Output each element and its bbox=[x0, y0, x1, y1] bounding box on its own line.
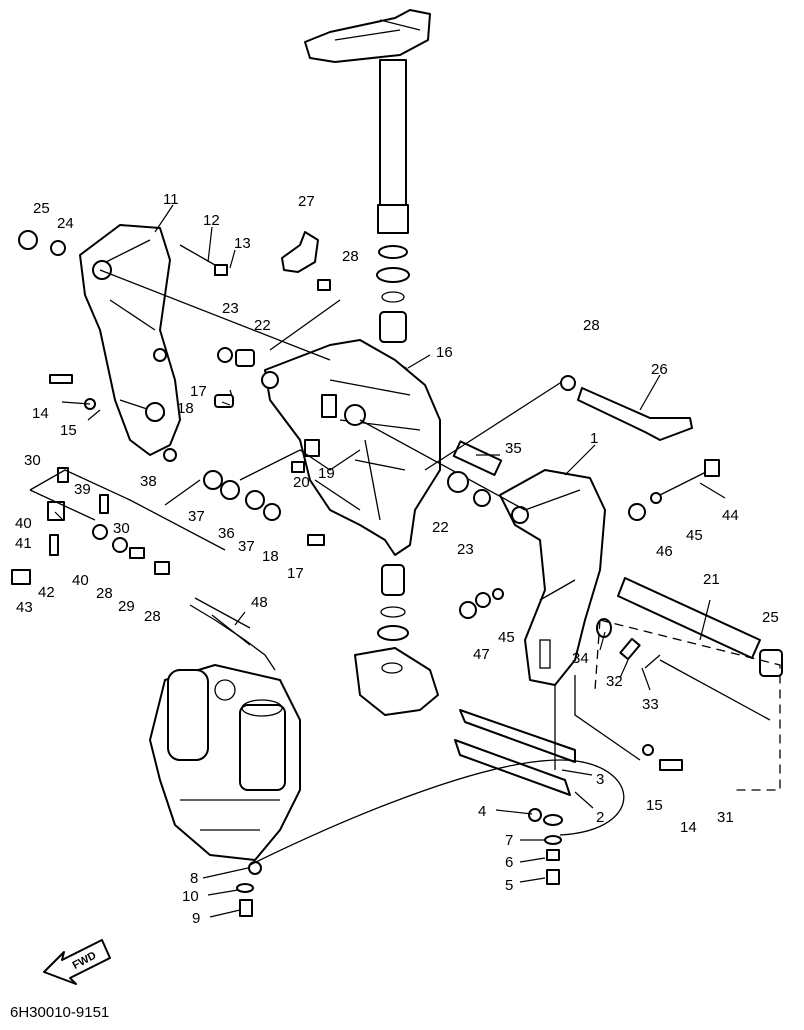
callout-20: 20 bbox=[293, 474, 310, 491]
callout-29: 29 bbox=[118, 598, 135, 615]
callout-36: 36 bbox=[218, 525, 235, 542]
swivel-bracket bbox=[261, 339, 441, 556]
fwd-arrow-icon: FWD bbox=[43, 939, 111, 985]
callout-21: 21 bbox=[703, 571, 720, 588]
callout-23a: 23 bbox=[222, 300, 239, 317]
callout-28c: 28 bbox=[96, 585, 113, 602]
callout-15a: 15 bbox=[60, 422, 77, 439]
callout-37a: 37 bbox=[188, 508, 205, 525]
callout-17a: 17 bbox=[190, 383, 207, 400]
callout-9: 9 bbox=[192, 910, 200, 927]
anode-plates bbox=[454, 709, 576, 796]
callout-43: 43 bbox=[16, 599, 33, 616]
hardware bbox=[11, 230, 771, 917]
tilt-lever bbox=[577, 387, 693, 441]
callout-10: 10 bbox=[182, 888, 199, 905]
callout-18a: 18 bbox=[177, 400, 194, 417]
callout-7: 7 bbox=[505, 832, 513, 849]
left-clamp-bracket bbox=[79, 224, 181, 456]
lower-shaft-parts bbox=[354, 564, 439, 716]
callout-8: 8 bbox=[190, 870, 198, 887]
trim-tilt-unit bbox=[149, 664, 301, 861]
callout-19: 19 bbox=[318, 465, 335, 482]
callout-13: 13 bbox=[234, 235, 251, 252]
callout-14b: 14 bbox=[680, 819, 697, 836]
callout-40a: 40 bbox=[15, 515, 32, 532]
callout-28a: 28 bbox=[342, 248, 359, 265]
callout-46: 46 bbox=[656, 543, 673, 560]
callout-12: 12 bbox=[203, 212, 220, 229]
callout-30a: 30 bbox=[24, 452, 41, 469]
callout-25b: 25 bbox=[762, 609, 779, 626]
diagram-code: 6H30010-9151 bbox=[10, 1004, 109, 1021]
callout-27: 27 bbox=[298, 193, 315, 210]
callout-14a: 14 bbox=[32, 405, 49, 422]
callout-35: 35 bbox=[505, 440, 522, 457]
small-bracket bbox=[281, 231, 319, 273]
callout-4: 4 bbox=[478, 803, 486, 820]
callout-30b: 30 bbox=[113, 520, 130, 537]
callout-15b: 15 bbox=[646, 797, 663, 814]
callout-44: 44 bbox=[722, 507, 739, 524]
callout-3: 3 bbox=[596, 771, 604, 788]
callout-24: 24 bbox=[57, 215, 74, 232]
bolt-44 bbox=[659, 459, 720, 496]
callout-5: 5 bbox=[505, 877, 513, 894]
steering-arm bbox=[304, 9, 431, 234]
callout-6: 6 bbox=[505, 854, 513, 871]
callout-33: 33 bbox=[642, 696, 659, 713]
right-clamp-bracket bbox=[499, 469, 606, 686]
callout-37b: 37 bbox=[238, 538, 255, 555]
callout-45b: 45 bbox=[498, 629, 515, 646]
callout-22a: 22 bbox=[254, 317, 271, 334]
callout-39: 39 bbox=[74, 481, 91, 498]
callout-22b: 22 bbox=[432, 519, 449, 536]
callout-16: 16 bbox=[436, 344, 453, 361]
tilt-tube bbox=[596, 577, 783, 677]
callout-2: 2 bbox=[596, 809, 604, 826]
callout-25a: 25 bbox=[33, 200, 50, 217]
leader-lines bbox=[54, 204, 726, 918]
callout-28b: 28 bbox=[583, 317, 600, 334]
callout-31: 31 bbox=[717, 809, 734, 826]
callout-48: 48 bbox=[251, 594, 268, 611]
callout-11: 11 bbox=[163, 191, 179, 208]
callout-26: 26 bbox=[651, 361, 668, 378]
callout-41: 41 bbox=[15, 535, 32, 552]
callout-1: 1 bbox=[590, 430, 598, 447]
callout-labels: 1 2 3 4 5 6 7 8 9 10 11 12 13 14 14 15 1… bbox=[15, 191, 779, 927]
callout-28d: 28 bbox=[144, 608, 161, 625]
hose-48 bbox=[189, 604, 276, 671]
callout-23b: 23 bbox=[457, 541, 474, 558]
callout-18b: 18 bbox=[262, 548, 279, 565]
callout-42: 42 bbox=[38, 584, 55, 601]
callout-17b: 17 bbox=[287, 565, 304, 582]
callout-45a: 45 bbox=[686, 527, 703, 544]
callout-32: 32 bbox=[606, 673, 623, 690]
callout-34: 34 bbox=[572, 650, 589, 667]
callout-47: 47 bbox=[473, 646, 490, 663]
callout-38: 38 bbox=[140, 473, 157, 490]
callout-40b: 40 bbox=[72, 572, 89, 589]
